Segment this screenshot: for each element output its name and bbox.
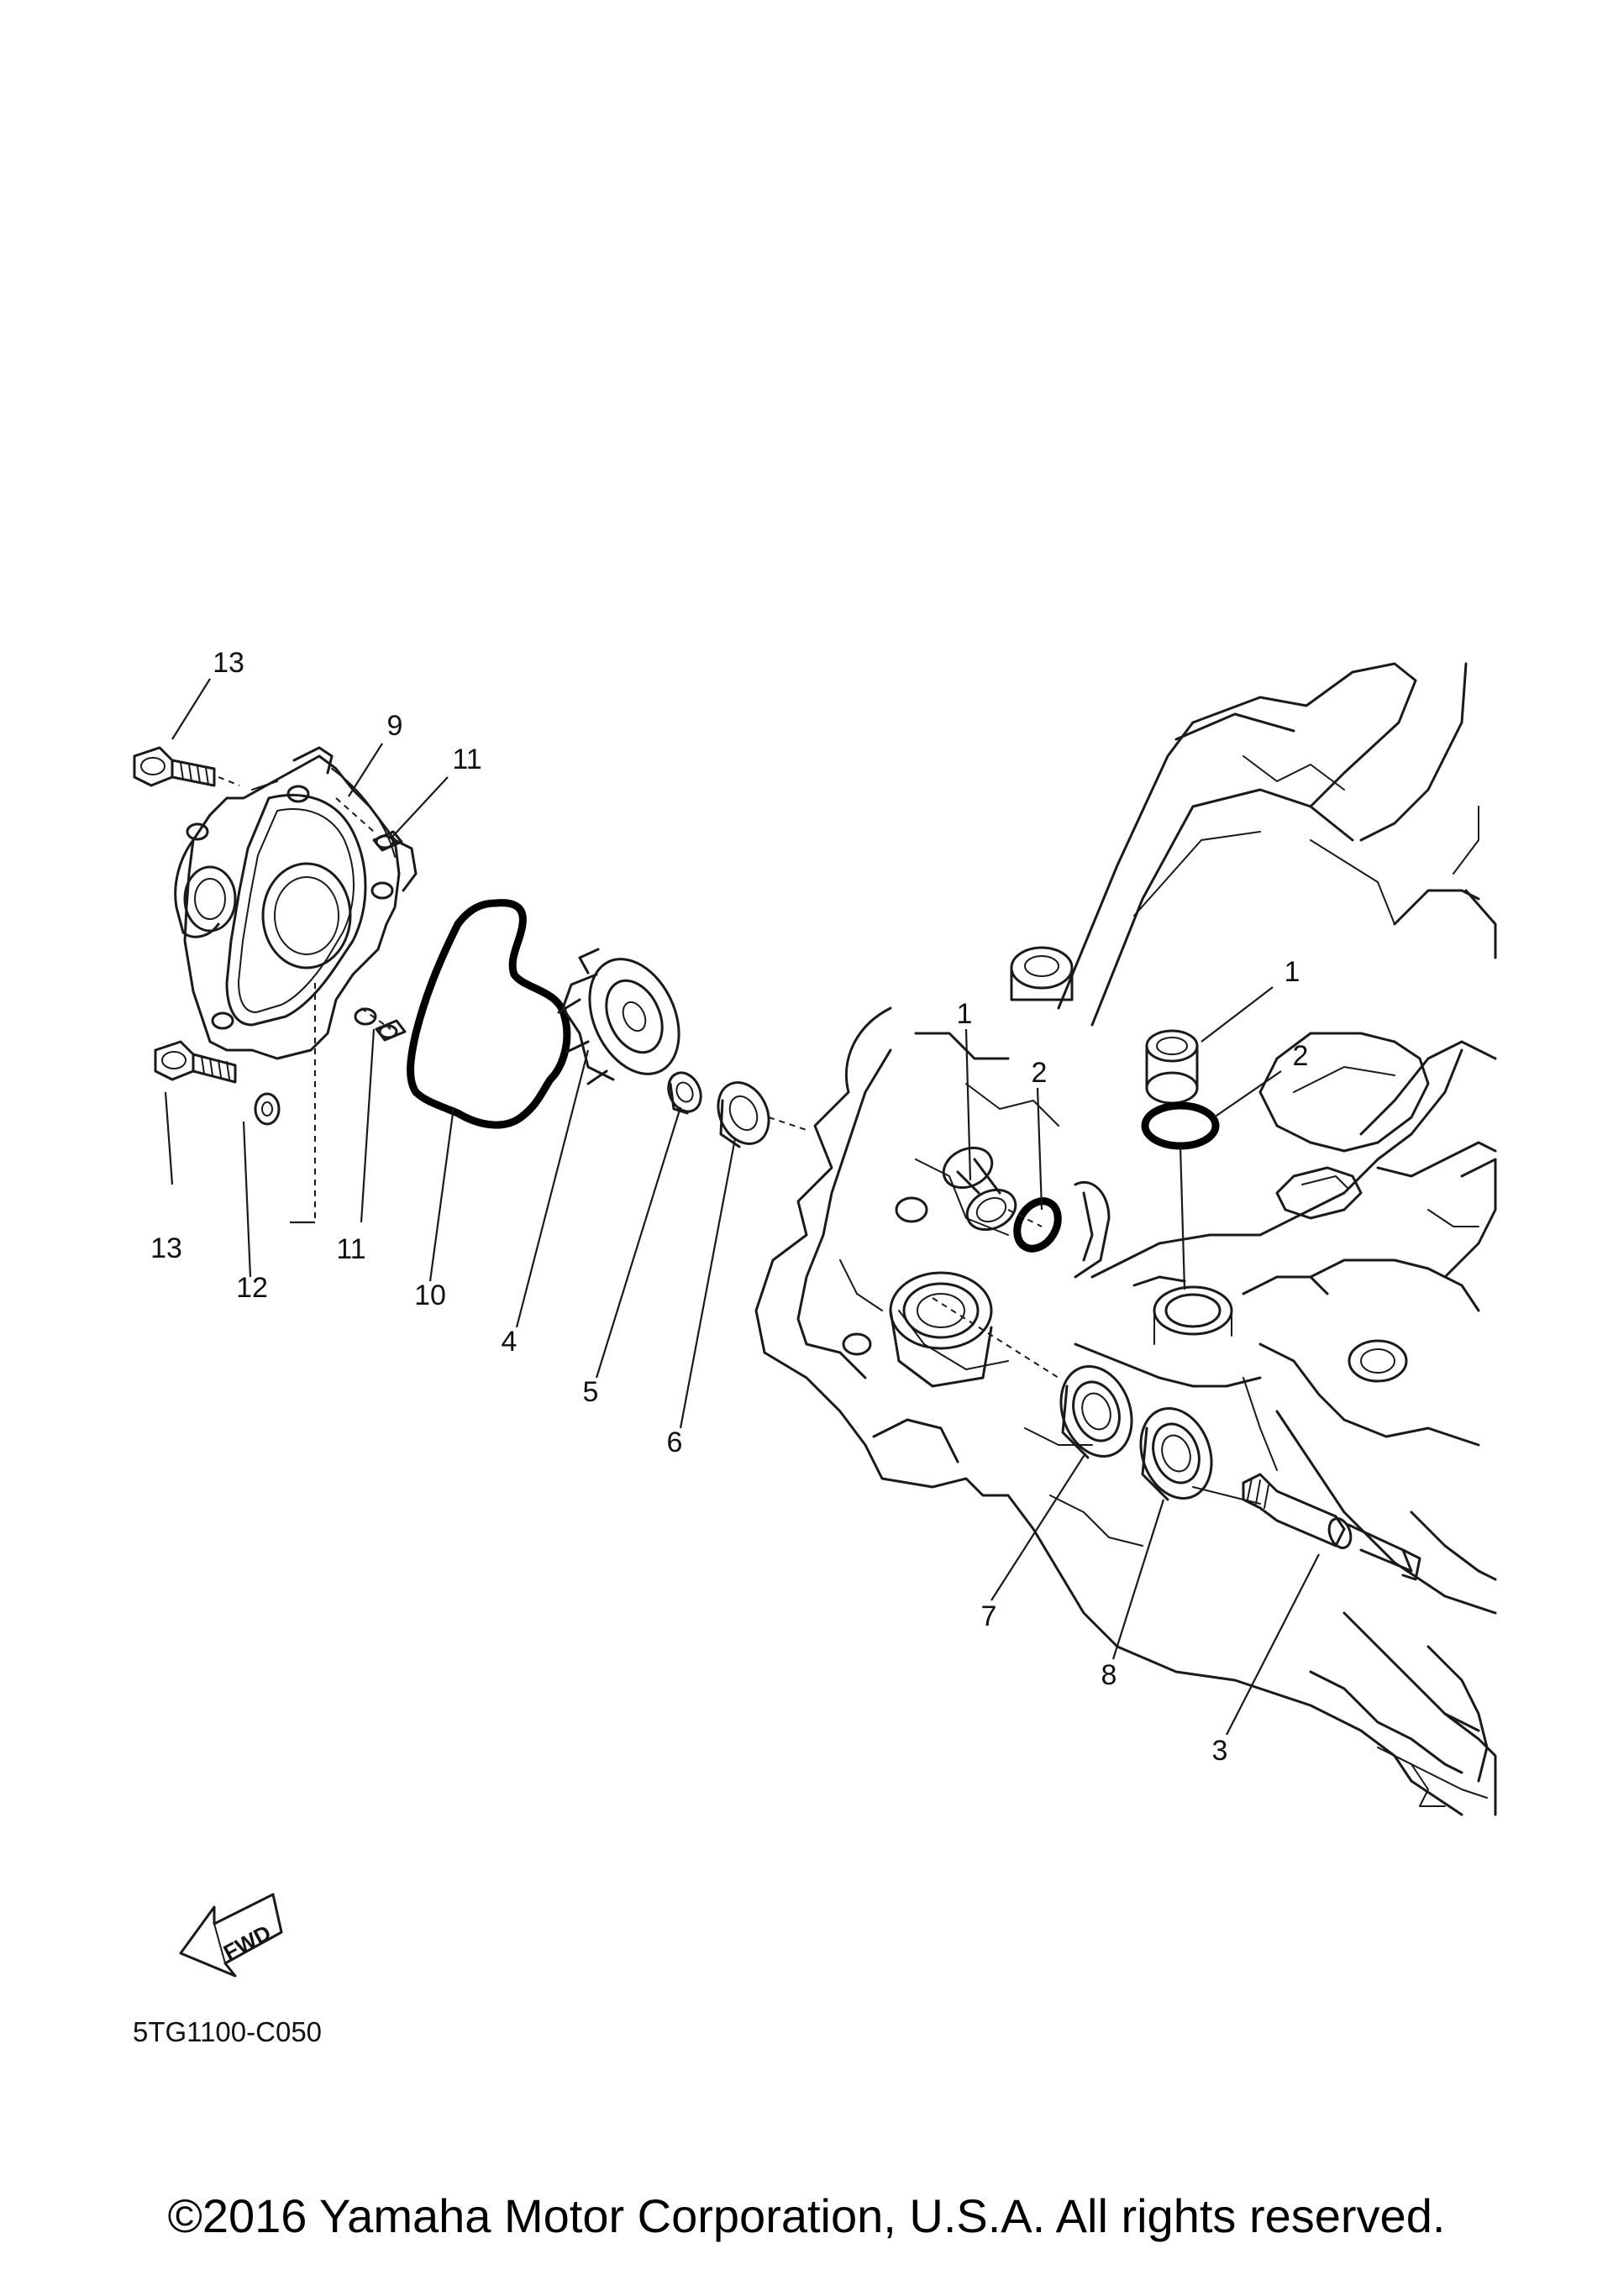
callout-1-left: 1 bbox=[957, 998, 973, 1030]
bearing-7-drawing bbox=[1059, 1365, 1133, 1459]
callout-8: 8 bbox=[1101, 1659, 1117, 1691]
callout-2-left: 2 bbox=[1032, 1057, 1048, 1089]
pump-cover-o-ring bbox=[407, 899, 571, 1129]
dowel-pin-top-drawing bbox=[372, 830, 403, 852]
callout-11-top: 11 bbox=[452, 743, 481, 775]
callout-12: 12 bbox=[236, 1272, 268, 1304]
callout-13-top: 13 bbox=[213, 647, 244, 679]
fwd-label: FWD bbox=[219, 1920, 275, 1965]
diagram-code: 5TG1100-C050 bbox=[133, 2016, 322, 2047]
callout-5: 5 bbox=[583, 1376, 599, 1408]
forward-direction-arrow: FWD bbox=[179, 1893, 283, 1978]
water-pump-cover-drawing bbox=[174, 746, 418, 1060]
callout-1-right: 1 bbox=[1285, 956, 1300, 988]
collar-left-drawing bbox=[942, 1146, 1017, 1232]
pump-shaft-drawing bbox=[1242, 1473, 1421, 1581]
dowel-pin-bottom-drawing bbox=[375, 1019, 407, 1042]
callout-3: 3 bbox=[1212, 1735, 1228, 1767]
copyright-notice: ©2016 Yamaha Motor Corporation, U.S.A. A… bbox=[167, 2189, 1446, 2242]
callout-13-bottom: 13 bbox=[150, 1232, 182, 1264]
callout-6: 6 bbox=[667, 1426, 683, 1458]
impeller-drawing bbox=[557, 948, 680, 1085]
bolt-top-drawing bbox=[133, 746, 240, 787]
callout-2-right: 2 bbox=[1293, 1040, 1309, 1072]
crankcase-drawing bbox=[754, 662, 1497, 1816]
o-ring-right bbox=[1141, 1101, 1220, 1150]
callout-9: 9 bbox=[387, 710, 403, 742]
callout-10: 10 bbox=[414, 1279, 446, 1311]
callout-4: 4 bbox=[502, 1326, 518, 1358]
bearing-small-drawing bbox=[717, 1081, 807, 1148]
shaft-axis-line bbox=[932, 1297, 1059, 1379]
collar-right-drawing bbox=[1145, 1029, 1199, 1105]
seal-drawing bbox=[667, 1071, 702, 1115]
callout-11-bottom: 11 bbox=[336, 1233, 365, 1265]
o-ring-right-guide bbox=[1179, 1146, 1186, 1290]
bolt-bottom-drawing bbox=[154, 1040, 237, 1084]
bearing-8-drawing bbox=[1139, 1407, 1213, 1501]
callout-leaders bbox=[164, 678, 1320, 1736]
callout-7: 7 bbox=[981, 1600, 997, 1632]
washer-drawing bbox=[254, 1092, 281, 1126]
dowel-guide-line-top bbox=[335, 797, 375, 833]
